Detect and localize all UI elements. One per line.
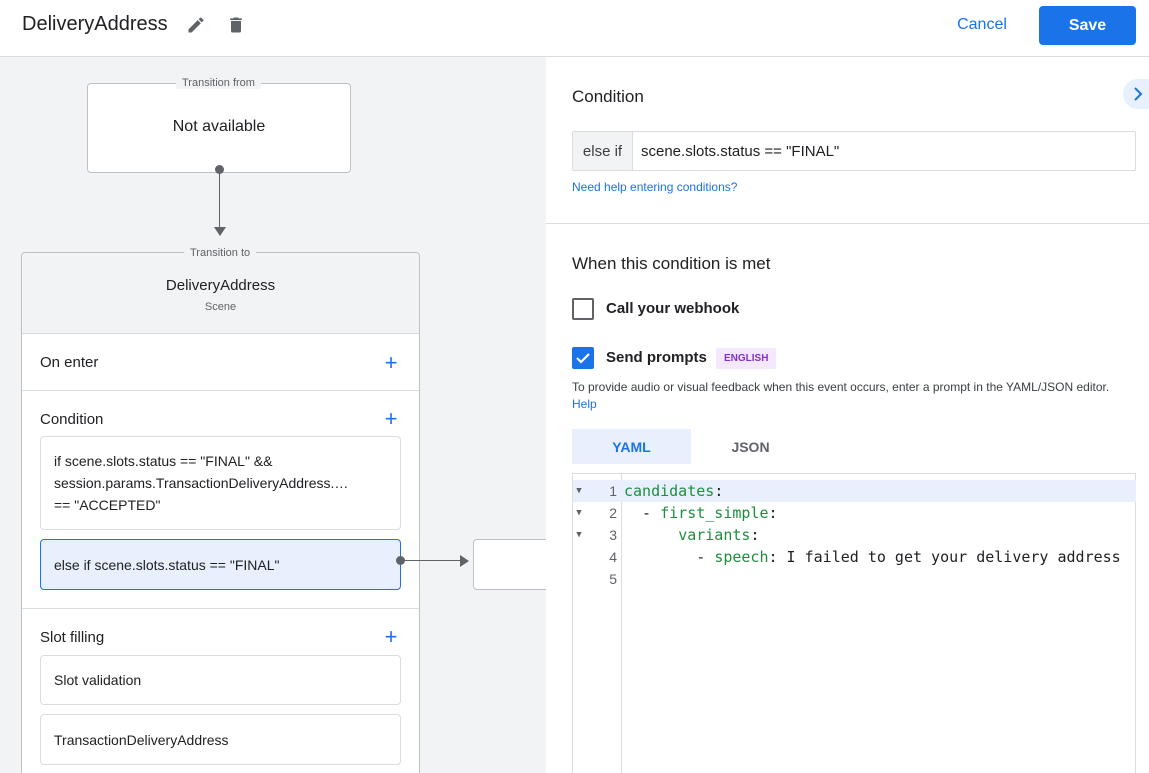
send-prompts-label: Send prompts: [606, 349, 707, 366]
check-icon: [576, 353, 590, 364]
slot-name-text: TransactionDeliveryAddress: [54, 731, 229, 748]
condition-2-text: else if scene.slots.status == "FINAL": [54, 556, 280, 573]
connector-dot: [215, 165, 224, 174]
top-bar: DeliveryAddress Cancel Save: [0, 0, 1149, 57]
scene-name: DeliveryAddress: [165, 277, 276, 294]
condition-input[interactable]: [633, 132, 1135, 170]
connector-line: [219, 173, 220, 235]
editor-line: ▼ 2 - first_simple:: [573, 502, 1136, 524]
send-prompts-checkbox[interactable]: [572, 347, 594, 369]
code-text: variants:: [678, 526, 760, 544]
section-divider: [22, 608, 419, 609]
on-enter-label: On enter: [40, 354, 99, 371]
tab-json[interactable]: JSON: [691, 429, 810, 464]
arrow-right-icon: [460, 555, 469, 567]
editor-line: ▼ 3 variants:: [573, 524, 1136, 546]
condition-prefix: else if: [573, 132, 633, 170]
add-condition-icon[interactable]: +: [384, 406, 398, 431]
transition-from-label: Transition from: [176, 77, 261, 89]
editor-line: 4 - speech: I failed to get your deliver…: [573, 546, 1136, 568]
tab-yaml[interactable]: YAML: [572, 429, 691, 464]
save-button[interactable]: Save: [1039, 6, 1136, 45]
slot-item[interactable]: TransactionDeliveryAddress: [40, 714, 401, 765]
condition-item-2[interactable]: else if scene.slots.status == "FINAL": [40, 539, 401, 590]
help-conditions-link[interactable]: Need help entering conditions?: [572, 180, 738, 194]
line-number: 5: [609, 571, 617, 587]
editor-line: 5: [573, 568, 1136, 590]
pencil-icon[interactable]: [185, 14, 207, 36]
line-number: 3: [609, 527, 617, 543]
transition-to-label: Transition to: [184, 247, 257, 259]
webhook-checkbox[interactable]: [572, 298, 594, 320]
page-title: DeliveryAddress: [22, 13, 168, 35]
condition-met-heading: When this condition is met: [572, 254, 771, 273]
prompt-description: To provide audio or visual feedback when…: [572, 379, 1132, 413]
editor-gutter: [573, 474, 622, 773]
condition-1-line-2: session.params.TransactionDeliveryAddres…: [54, 475, 349, 491]
condition-panel: Condition else if Need help entering con…: [546, 57, 1149, 773]
add-slot-icon[interactable]: +: [384, 624, 398, 649]
code-text: candidates:: [624, 482, 724, 500]
line-number: 2: [609, 505, 617, 521]
condition-label: Condition: [40, 411, 104, 428]
scene-type: Scene: [204, 301, 237, 313]
transition-from-value: Not available: [172, 118, 266, 135]
language-badge: ENGLISH: [716, 348, 777, 369]
editor-line: ▼ 1 candidates:: [573, 480, 1136, 502]
flow-canvas[interactable]: Not available Transition from DeliveryAd…: [0, 57, 546, 773]
section-divider: [22, 390, 419, 391]
code-text: - speech: I failed to get your delivery …: [624, 548, 1121, 566]
add-on-enter-icon[interactable]: +: [384, 350, 398, 375]
code-text: - first_simple:: [624, 504, 778, 522]
trash-icon[interactable]: [225, 14, 247, 36]
scene-card: DeliveryAddress Scene On enter + Conditi…: [21, 252, 420, 773]
condition-field: else if: [572, 131, 1136, 171]
connector-line: [405, 560, 463, 561]
webhook-label: Call your webhook: [606, 300, 740, 317]
cancel-button[interactable]: Cancel: [944, 6, 1020, 44]
chevron-right-icon[interactable]: [1123, 79, 1149, 109]
code-editor[interactable]: ▼ 1 candidates: ▼ 2 - first_simple: ▼ 3 …: [572, 473, 1136, 773]
condition-1-line-3: == "ACCEPTED": [54, 497, 161, 513]
line-number: 1: [609, 483, 617, 499]
description-text: To provide audio or visual feedback when…: [572, 380, 1110, 394]
fold-arrow-icon[interactable]: ▼: [576, 508, 582, 518]
slot-validation-item[interactable]: Slot validation: [40, 655, 401, 705]
slot-validation-text: Slot validation: [54, 672, 142, 688]
transition-from-box[interactable]: Not available: [87, 83, 351, 173]
condition-heading: Condition: [572, 87, 644, 106]
condition-item-1[interactable]: if scene.slots.status == "FINAL" && sess…: [40, 436, 401, 530]
fold-arrow-icon[interactable]: ▼: [576, 486, 582, 496]
fold-arrow-icon[interactable]: ▼: [576, 530, 582, 540]
target-node-box[interactable]: [473, 539, 546, 590]
line-number: 4: [609, 549, 617, 565]
condition-1-line-1: if scene.slots.status == "FINAL" &&: [54, 453, 273, 469]
panel-divider: [546, 223, 1149, 224]
scene-header[interactable]: DeliveryAddress Scene: [22, 253, 419, 334]
help-link[interactable]: Help: [572, 397, 597, 411]
arrow-down-icon: [214, 227, 226, 236]
slot-filling-label: Slot filling: [40, 629, 105, 646]
connector-dot: [396, 556, 405, 565]
